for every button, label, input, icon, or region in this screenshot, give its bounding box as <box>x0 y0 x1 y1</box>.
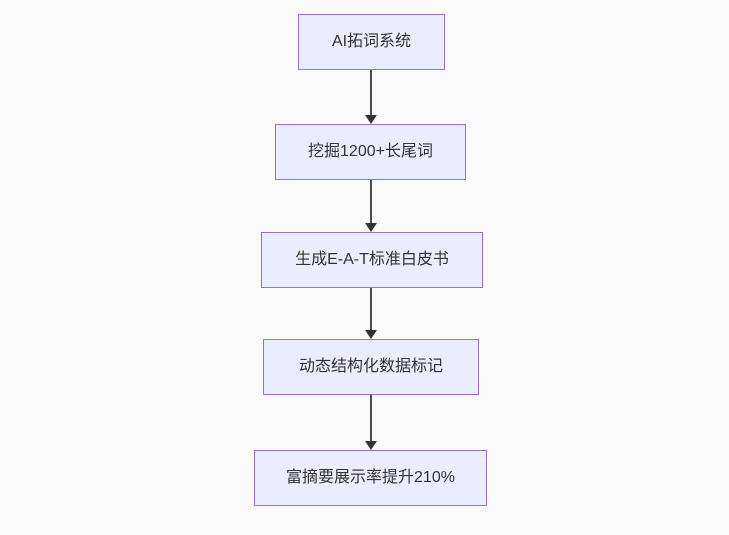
node-ai-word-expansion-system: AI拓词系统 <box>298 14 445 70</box>
arrow-line <box>370 288 372 330</box>
arrowhead-down-icon <box>365 330 377 339</box>
node-generate-eat-whitepaper: 生成E-A-T标准白皮书 <box>261 232 483 288</box>
arrow-connector <box>365 395 377 450</box>
arrow-line <box>370 395 372 441</box>
arrowhead-down-icon <box>365 223 377 232</box>
node-rich-snippet-rate-increase: 富摘要展示率提升210% <box>254 450 487 506</box>
node-dynamic-structured-data-markup: 动态结构化数据标记 <box>263 339 479 395</box>
arrow-connector <box>365 70 377 124</box>
node-mine-longtail-keywords: 挖掘1200+长尾词 <box>275 124 466 180</box>
arrow-line <box>370 180 372 223</box>
arrowhead-down-icon <box>365 441 377 450</box>
arrow-connector <box>365 288 377 339</box>
arrowhead-down-icon <box>365 115 377 124</box>
arrow-line <box>370 70 372 115</box>
arrow-connector <box>365 180 377 232</box>
